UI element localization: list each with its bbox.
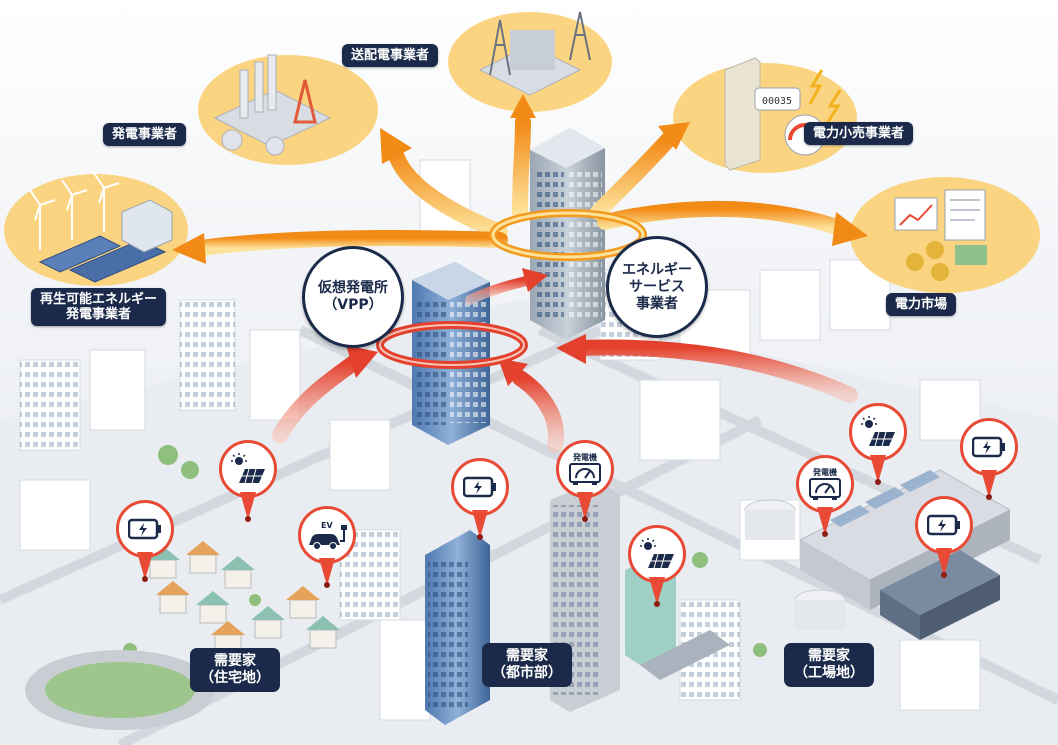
generator-icon: 発電機 <box>569 452 601 485</box>
pin-battery-industrial-2 <box>915 496 973 578</box>
market-illustration <box>894 189 987 281</box>
pin-solar-residential <box>219 440 277 522</box>
red-arrows <box>272 275 858 453</box>
pin-solar-industrial <box>849 403 907 485</box>
wind-solar-illustration <box>29 172 173 283</box>
battery-icon <box>128 518 161 540</box>
ev-charger-icon: EV <box>309 521 347 550</box>
solar-panel-icon <box>231 453 265 484</box>
ev-label: EV <box>321 521 333 530</box>
vpp-hub: 仮想発電所 （VPP） <box>302 246 404 348</box>
pin-battery-industrial-1 <box>960 418 1018 500</box>
label-demand-residential: 需要家 （住宅地） <box>190 648 280 692</box>
battery-icon <box>927 514 960 536</box>
pin-battery-residential <box>116 500 174 582</box>
label-renewable: 再生可能エネルギー 発電事業者 <box>31 288 167 326</box>
label-demand-urban: 需要家 （都市部） <box>482 643 572 687</box>
label-transmission: 送配電事業者 <box>342 44 439 67</box>
solar-panel-icon <box>861 416 895 447</box>
battery-icon <box>972 436 1005 458</box>
generator-icon: 発電機 <box>809 467 841 500</box>
orange-arrowheads <box>172 94 868 264</box>
pin-battery-urban <box>451 458 509 540</box>
label-retail: 電力小売事業者 <box>804 122 914 145</box>
pin-ev-residential: EV <box>298 506 356 588</box>
generator-label: 発電機 <box>572 452 597 462</box>
pin-solar-urban <box>628 525 686 607</box>
battery-icon <box>463 476 496 498</box>
pin-generator-urban: 発電機 <box>556 440 614 522</box>
orange-arrows <box>192 114 848 256</box>
substation-illustration <box>478 11 591 96</box>
label-demand-industrial: 需要家 （工場地） <box>784 643 874 687</box>
pin-generator-industrial: 発電機 <box>796 455 854 537</box>
energy-service-hub: エネルギー サービス 事業者 <box>606 236 708 338</box>
solar-panel-icon <box>640 538 674 569</box>
label-generation: 発電事業者 <box>103 123 187 146</box>
label-market: 電力市場 <box>886 293 957 316</box>
red-arrowheads <box>346 268 586 386</box>
power-plant-illustration <box>213 54 332 156</box>
generator-label: 発電機 <box>812 467 837 477</box>
meter-reading: 00035 <box>762 96 792 107</box>
